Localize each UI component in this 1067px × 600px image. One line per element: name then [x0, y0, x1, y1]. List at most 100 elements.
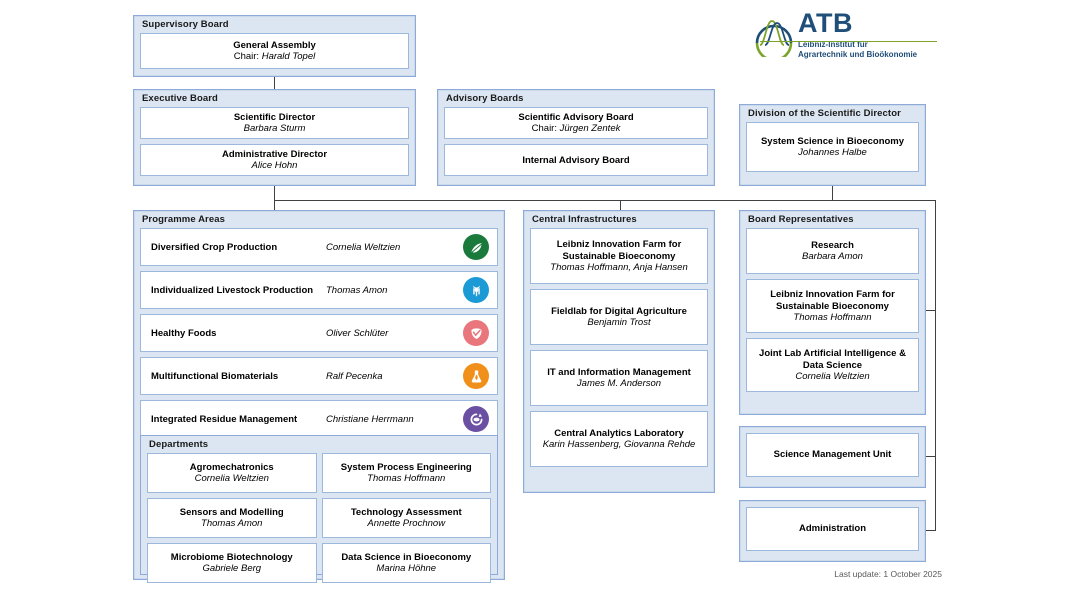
card-central-analytics-laboratory[interactable]: Central Analytics Laboratory Karin Hasse… [530, 411, 708, 468]
card-leibniz-innovation-farm-rep[interactable]: Leibniz Innovation Farm for Sustainable … [746, 279, 919, 334]
connector-division-bus [832, 186, 833, 200]
programme-area-person: Cornelia Weltzien [326, 241, 401, 253]
healthy-food-shield-icon [463, 320, 489, 347]
card-subtitle: Thomas Hoffmann, Anja Hansen [550, 262, 688, 274]
logo-tagline-line2: Agrartechnik und Bioökonomie [798, 50, 918, 59]
programme-area-row[interactable]: Diversified Crop Production Cornelia Wel… [140, 228, 498, 267]
programme-area-name: Integrated Residue Management [151, 413, 298, 425]
programme-area-person: Christiane Herrmann [326, 413, 414, 425]
logo-tagline-line1: Leibniz-Institut für [798, 40, 868, 49]
residue-cycle-icon [463, 406, 489, 433]
card-fieldlab-digital-agriculture[interactable]: Fieldlab for Digital Agriculture Benjami… [530, 289, 708, 346]
card-title: Administration [798, 523, 867, 535]
card-title: Data Science in Bioeconomy [341, 551, 472, 563]
card-research[interactable]: Research Barbara Amon [746, 228, 919, 275]
connector-spine-board-representatives [926, 310, 936, 311]
card-subtitle: Barbara Sturm [243, 123, 306, 135]
chair-name: Harald Topel [261, 51, 316, 63]
card-subtitle: Chair: Harald Topel [234, 51, 316, 63]
crop-leaf-icon [463, 234, 489, 261]
department-card[interactable]: System Process Engineering Thomas Hoffma… [321, 453, 491, 494]
executive-board-group: Executive Board Scientific Director Barb… [133, 89, 416, 186]
card-title: Scientific Director [233, 111, 316, 123]
card-subtitle: Marina Höhne [376, 563, 437, 575]
programme-area-row[interactable]: Healthy Foods Oliver Schlüter [140, 314, 498, 353]
supervisory-board-title: Supervisory Board [142, 19, 229, 30]
science-management-unit-group: Science Management Unit [739, 426, 926, 488]
card-subtitle: Annette Prochnow [367, 518, 446, 530]
card-title: Administrative Director [221, 148, 328, 160]
card-title: IT and Information Management [547, 366, 691, 378]
card-title: Leibniz Innovation Farm for Sustainable … [556, 238, 682, 262]
card-subtitle: Cornelia Weltzien [795, 371, 870, 383]
connector-bus-programme-areas [274, 200, 275, 210]
supervisory-board-group: Supervisory Board General Assembly Chair… [133, 15, 416, 77]
programme-area-name: Individualized Livestock Production [151, 284, 314, 296]
card-title: Internal Advisory Board [522, 154, 630, 166]
department-card[interactable]: Agromechatronics Cornelia Weltzien [147, 453, 317, 494]
card-title: System Process Engineering [340, 461, 472, 473]
livestock-animal-icon [463, 277, 489, 304]
programme-area-row[interactable]: Individualized Livestock Production Thom… [140, 271, 498, 310]
last-update-label: Last update: 1 October 2025 [834, 569, 942, 579]
chair-label: Chair: [233, 51, 260, 63]
programme-area-name: Multifunctional Biomaterials [151, 370, 279, 382]
programme-area-row[interactable]: Multifunctional Biomaterials Ralf Pecenk… [140, 357, 498, 396]
programme-areas-group: Programme Areas Diversified Crop Product… [133, 210, 505, 584]
card-administration[interactable]: Administration [746, 507, 919, 551]
card-title: Science Management Unit [773, 449, 892, 461]
card-subtitle: Johannes Halbe [798, 147, 867, 159]
card-general-assembly[interactable]: General Assembly Chair: Harald Topel [140, 33, 409, 70]
atb-arch-wave-icon [755, 20, 793, 57]
card-administrative-director[interactable]: Administrative Director Alice Hohn [140, 144, 409, 177]
card-scientific-director[interactable]: Scientific Director Barbara Sturm [140, 107, 409, 140]
department-card[interactable]: Data Science in Bioeconomy Marina Höhne [321, 543, 491, 584]
connector-right-spine [935, 200, 936, 531]
card-title: Fieldlab for Digital Agriculture [551, 305, 687, 317]
programme-areas-title: Programme Areas [142, 214, 225, 225]
card-title: Technology Assessment [350, 506, 462, 518]
department-card[interactable]: Sensors and Modelling Thomas Amon [147, 498, 317, 539]
card-subtitle: Gabriele Berg [202, 563, 262, 575]
connector-exec-stem [274, 186, 275, 200]
card-title: Leibniz Innovation Farm for Sustainable … [770, 288, 895, 312]
card-science-management-unit[interactable]: Science Management Unit [746, 433, 919, 477]
card-subtitle: Thomas Hoffmann [367, 473, 446, 485]
division-title: Division of the Scientific Director [748, 108, 901, 119]
card-internal-advisory-board[interactable]: Internal Advisory Board [444, 144, 708, 177]
card-title: General Assembly [233, 39, 316, 51]
chair-label: Chair: [531, 123, 557, 135]
connector-spine-science-management [926, 456, 936, 457]
central-infrastructures-title: Central Infrastructures [532, 214, 637, 225]
advisory-boards-title: Advisory Boards [446, 93, 524, 104]
card-leibniz-innovation-farm[interactable]: Leibniz Innovation Farm for Sustainable … [530, 228, 708, 285]
card-subtitle: Thomas Hoffmann [793, 312, 872, 324]
card-subtitle: Cornelia Weltzien [194, 473, 269, 485]
programme-area-name: Healthy Foods [151, 327, 217, 339]
board-representatives-group: Board Representatives Research Barbara A… [739, 210, 926, 415]
card-subtitle: Chair: Jürgen Zentek [532, 123, 621, 135]
card-joint-lab-ai-data-science[interactable]: Joint Lab Artificial Intelligence & Data… [746, 338, 919, 393]
programme-area-person: Ralf Pecenka [326, 370, 383, 382]
card-scientific-advisory-board[interactable]: Scientific Advisory Board Chair: Jürgen … [444, 107, 708, 140]
biomaterials-flask-icon [463, 363, 489, 390]
card-title: Sensors and Modelling [179, 506, 284, 518]
card-system-science-bioeconomy[interactable]: System Science in Bioeconomy Johannes Ha… [746, 122, 919, 173]
card-subtitle: Karin Hassenberg, Giovanna Rehde [542, 439, 696, 451]
card-subtitle: Barbara Amon [802, 251, 863, 263]
card-it-information-management[interactable]: IT and Information Management James M. A… [530, 350, 708, 407]
card-subtitle: Alice Hohn [251, 160, 298, 172]
department-card[interactable]: Microbiome Biotechnology Gabriele Berg [147, 543, 317, 584]
card-title: Joint Lab Artificial Intelligence & Data… [759, 347, 906, 371]
atb-logo: ATB Leibniz-Institut für Agrartechnik un… [752, 10, 937, 62]
card-title: Microbiome Biotechnology [170, 551, 293, 563]
central-infrastructures-group: Central Infrastructures Leibniz Innovati… [523, 210, 715, 493]
programme-area-person: Oliver Schlüter [326, 327, 389, 339]
chair-name: Jürgen Zentek [559, 123, 621, 135]
departments-group: Departments Agromechatronics Cornelia We… [140, 435, 498, 584]
programme-area-row[interactable]: Integrated Residue Management Christiane… [140, 400, 498, 439]
card-title: Central Analytics Laboratory [554, 427, 684, 439]
card-subtitle: Thomas Amon [201, 518, 263, 530]
department-card[interactable]: Technology Assessment Annette Prochnow [321, 498, 491, 539]
logo-underline [760, 41, 937, 42]
